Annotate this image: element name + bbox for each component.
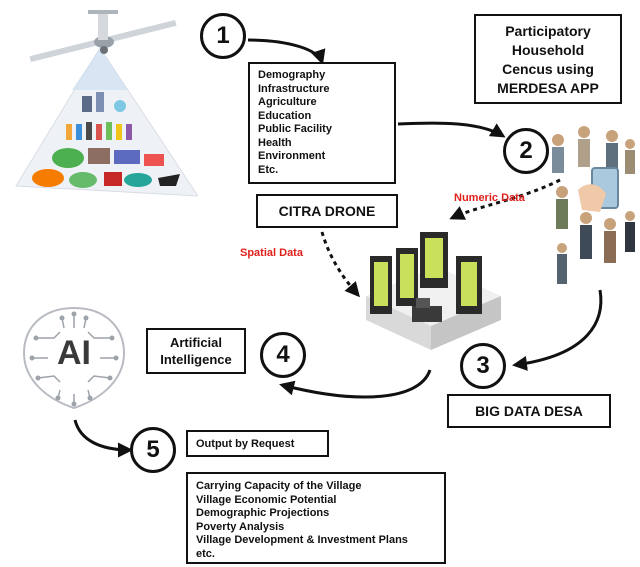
output-item: Village Development & Investment Plans [196,534,408,546]
server-room-icon [366,232,501,350]
step-2-badge: 2 [503,128,549,174]
ai-label-box: Artificial Intelligence [146,328,246,374]
topic-item: Public Facility [258,123,332,135]
topic-item: Infrastructure [258,82,330,95]
arrow-numeric-data [449,178,561,220]
people-with-phone-icon [552,126,635,284]
survey-topics-box: Demography Infrastructure Agriculture Ed… [248,62,396,184]
arrow-people-to-step3 [512,289,603,371]
arrow-spatial-data [320,231,360,298]
step-4-number: 4 [276,341,290,368]
arrow-step1-to-topics [247,38,326,65]
output-item: Demographic Projections [196,507,330,519]
drone-icon [29,10,177,63]
topic-item: Etc. [258,163,279,176]
step-5-number: 5 [146,436,160,463]
arrow-server-to-step4 [279,369,432,399]
topic-item: Health [258,136,292,149]
census-line: Cencus using [502,61,594,77]
output-item: Carrying Capacity of the Village [196,480,362,492]
census-line: MERDESA APP [497,80,599,96]
citra-drone-label: CITRA DRONE [256,194,398,228]
drone-survey-illustration [15,10,198,197]
topic-item: Demography [258,69,326,81]
step-4-badge: 4 [260,332,306,378]
ai-label-line: Artificial [169,335,222,350]
step-3-badge: 3 [460,343,506,389]
step-1-number: 1 [216,22,230,49]
step-1-badge: 1 [200,13,246,59]
outputs-box: Carrying Capacity of the Village Village… [186,472,446,564]
output-item: etc. [196,547,215,560]
village-pyramid-icon [15,47,198,197]
step-5-badge: 5 [130,427,176,473]
census-box: Participatory Household Cencus using MER… [474,14,622,104]
output-item: Poverty Analysis [196,520,285,533]
topic-item: Agriculture [258,96,317,108]
big-data-desa-text: BIG DATA DESA [475,403,583,419]
step-2-number: 2 [519,137,533,164]
ai-logo-text: AI [57,334,91,372]
big-data-desa-label: BIG DATA DESA [447,394,611,428]
ai-label-line: Intelligence [160,352,232,367]
output-item: Village Economic Potential [196,493,337,506]
topic-item: Education [258,109,312,122]
output-title-box: Output by Request [186,430,329,457]
numeric-data-label: Numeric Data [454,192,525,204]
topic-item: Environment [258,150,326,162]
step-3-number: 3 [476,352,490,379]
arrow-topics-to-step2 [397,121,506,138]
census-line: Participatory [505,23,591,39]
spatial-data-label: Spatial Data [240,247,303,259]
ai-brain-circuit-icon: AI [14,298,134,418]
census-line: Household [511,42,585,58]
arrow-ai-to-step5 [73,419,133,458]
citra-drone-text: CITRA DRONE [278,203,376,219]
output-title-text: Output by Request [196,437,295,450]
